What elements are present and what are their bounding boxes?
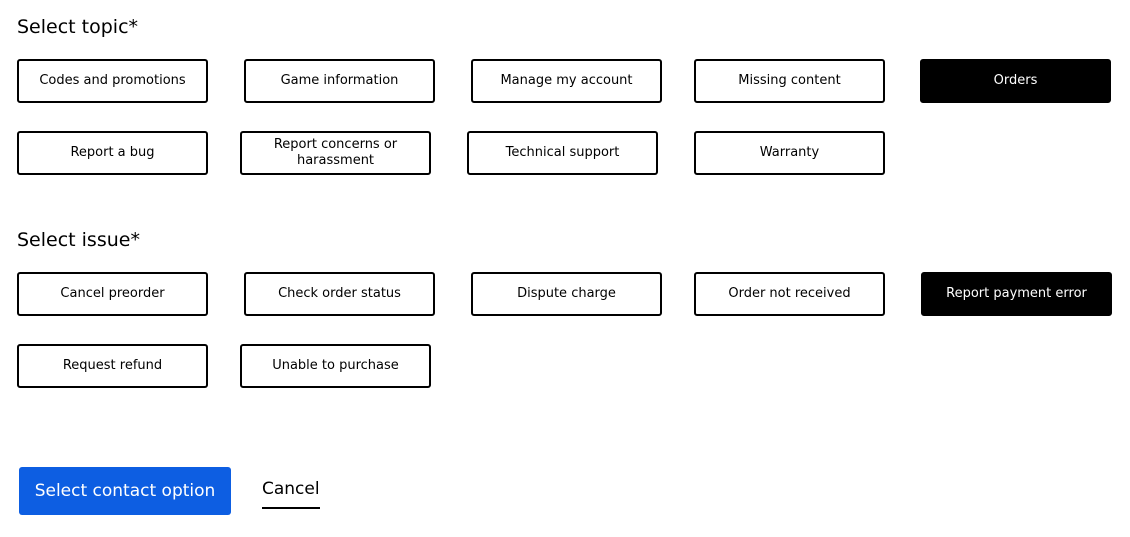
issue-option-request-refund[interactable]: Request refund: [17, 344, 208, 388]
topic-option-technical-support[interactable]: Technical support: [467, 131, 658, 175]
topic-option-manage-my-account[interactable]: Manage my account: [471, 59, 662, 103]
topic-option-warranty[interactable]: Warranty: [694, 131, 885, 175]
issue-option-cancel-preorder[interactable]: Cancel preorder: [17, 272, 208, 316]
topic-option-report-concerns[interactable]: Report concerns or harassment: [240, 131, 431, 175]
topic-option-report-a-bug[interactable]: Report a bug: [17, 131, 208, 175]
topic-heading: Select topic*: [17, 16, 139, 38]
select-contact-option-button[interactable]: Select contact option: [19, 467, 231, 515]
topic-option-game-information[interactable]: Game information: [244, 59, 435, 103]
issue-heading: Select issue*: [17, 229, 140, 251]
topic-option-missing-content[interactable]: Missing content: [694, 59, 885, 103]
issue-option-report-payment-error[interactable]: Report payment error: [921, 272, 1112, 316]
issue-option-check-order-status[interactable]: Check order status: [244, 272, 435, 316]
issue-option-order-not-received[interactable]: Order not received: [694, 272, 885, 316]
issue-option-unable-to-purchase[interactable]: Unable to purchase: [240, 344, 431, 388]
topic-option-orders[interactable]: Orders: [920, 59, 1111, 103]
topic-option-codes-and-promotions[interactable]: Codes and promotions: [17, 59, 208, 103]
cancel-link[interactable]: Cancel: [262, 479, 320, 509]
issue-option-dispute-charge[interactable]: Dispute charge: [471, 272, 662, 316]
